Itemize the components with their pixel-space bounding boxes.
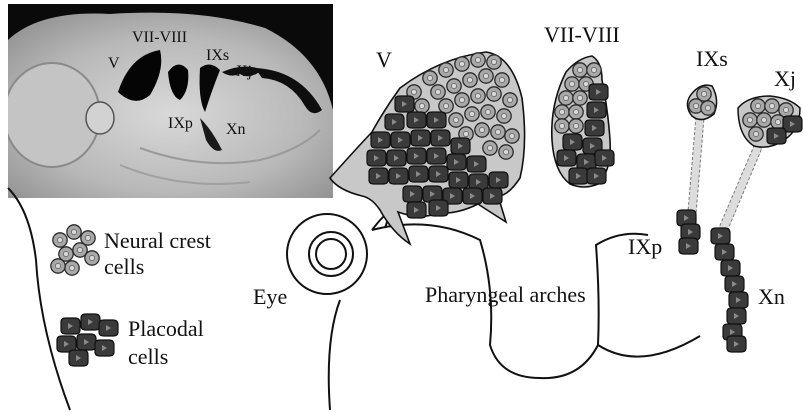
ganglion-v-label: V (376, 47, 392, 72)
photo-label-vii-viii: VII-VIII (132, 29, 187, 46)
legend-neural-crest-line2: cells (104, 254, 144, 279)
ganglion-ixp-cells (677, 210, 700, 254)
legend-neural-crest-swatch (51, 225, 99, 275)
legend-neural-crest-line1: Neural crest (104, 228, 211, 253)
xn-stalk (718, 146, 762, 234)
photo-label-ixp: IXp (168, 115, 193, 132)
eye (287, 214, 367, 294)
ganglion-xn-label: Xn (758, 284, 785, 309)
ganglion-xj-label: Xj (774, 66, 796, 91)
ganglion-ixs-label: IXs (696, 46, 728, 71)
ixs-stalk (688, 116, 704, 214)
photo-label-v: V (108, 55, 120, 72)
legend-placodal-swatch (57, 314, 118, 366)
eye-label: Eye (253, 284, 287, 309)
photo-label-xn: Xn (226, 121, 246, 138)
photo-label-xj: Xj (236, 63, 252, 80)
photo-label-ixs: IXs (206, 47, 229, 64)
head-outline (8, 188, 700, 410)
ganglion-ixp-label: IXp (628, 234, 662, 259)
ganglion-xn-cells (711, 228, 748, 352)
ganglion-vii-viii-label: VII-VIII (544, 22, 620, 47)
pharyngeal-arches-label: Pharyngeal arches (425, 282, 586, 307)
ganglion-ixs-cells (689, 87, 715, 115)
legend-placodal-line1: Placodal (128, 316, 204, 341)
legend-placodal-line2: cells (128, 344, 168, 369)
micrograph-panel: V VII-VIII IXs Xj IXp Xn (4, 4, 333, 198)
